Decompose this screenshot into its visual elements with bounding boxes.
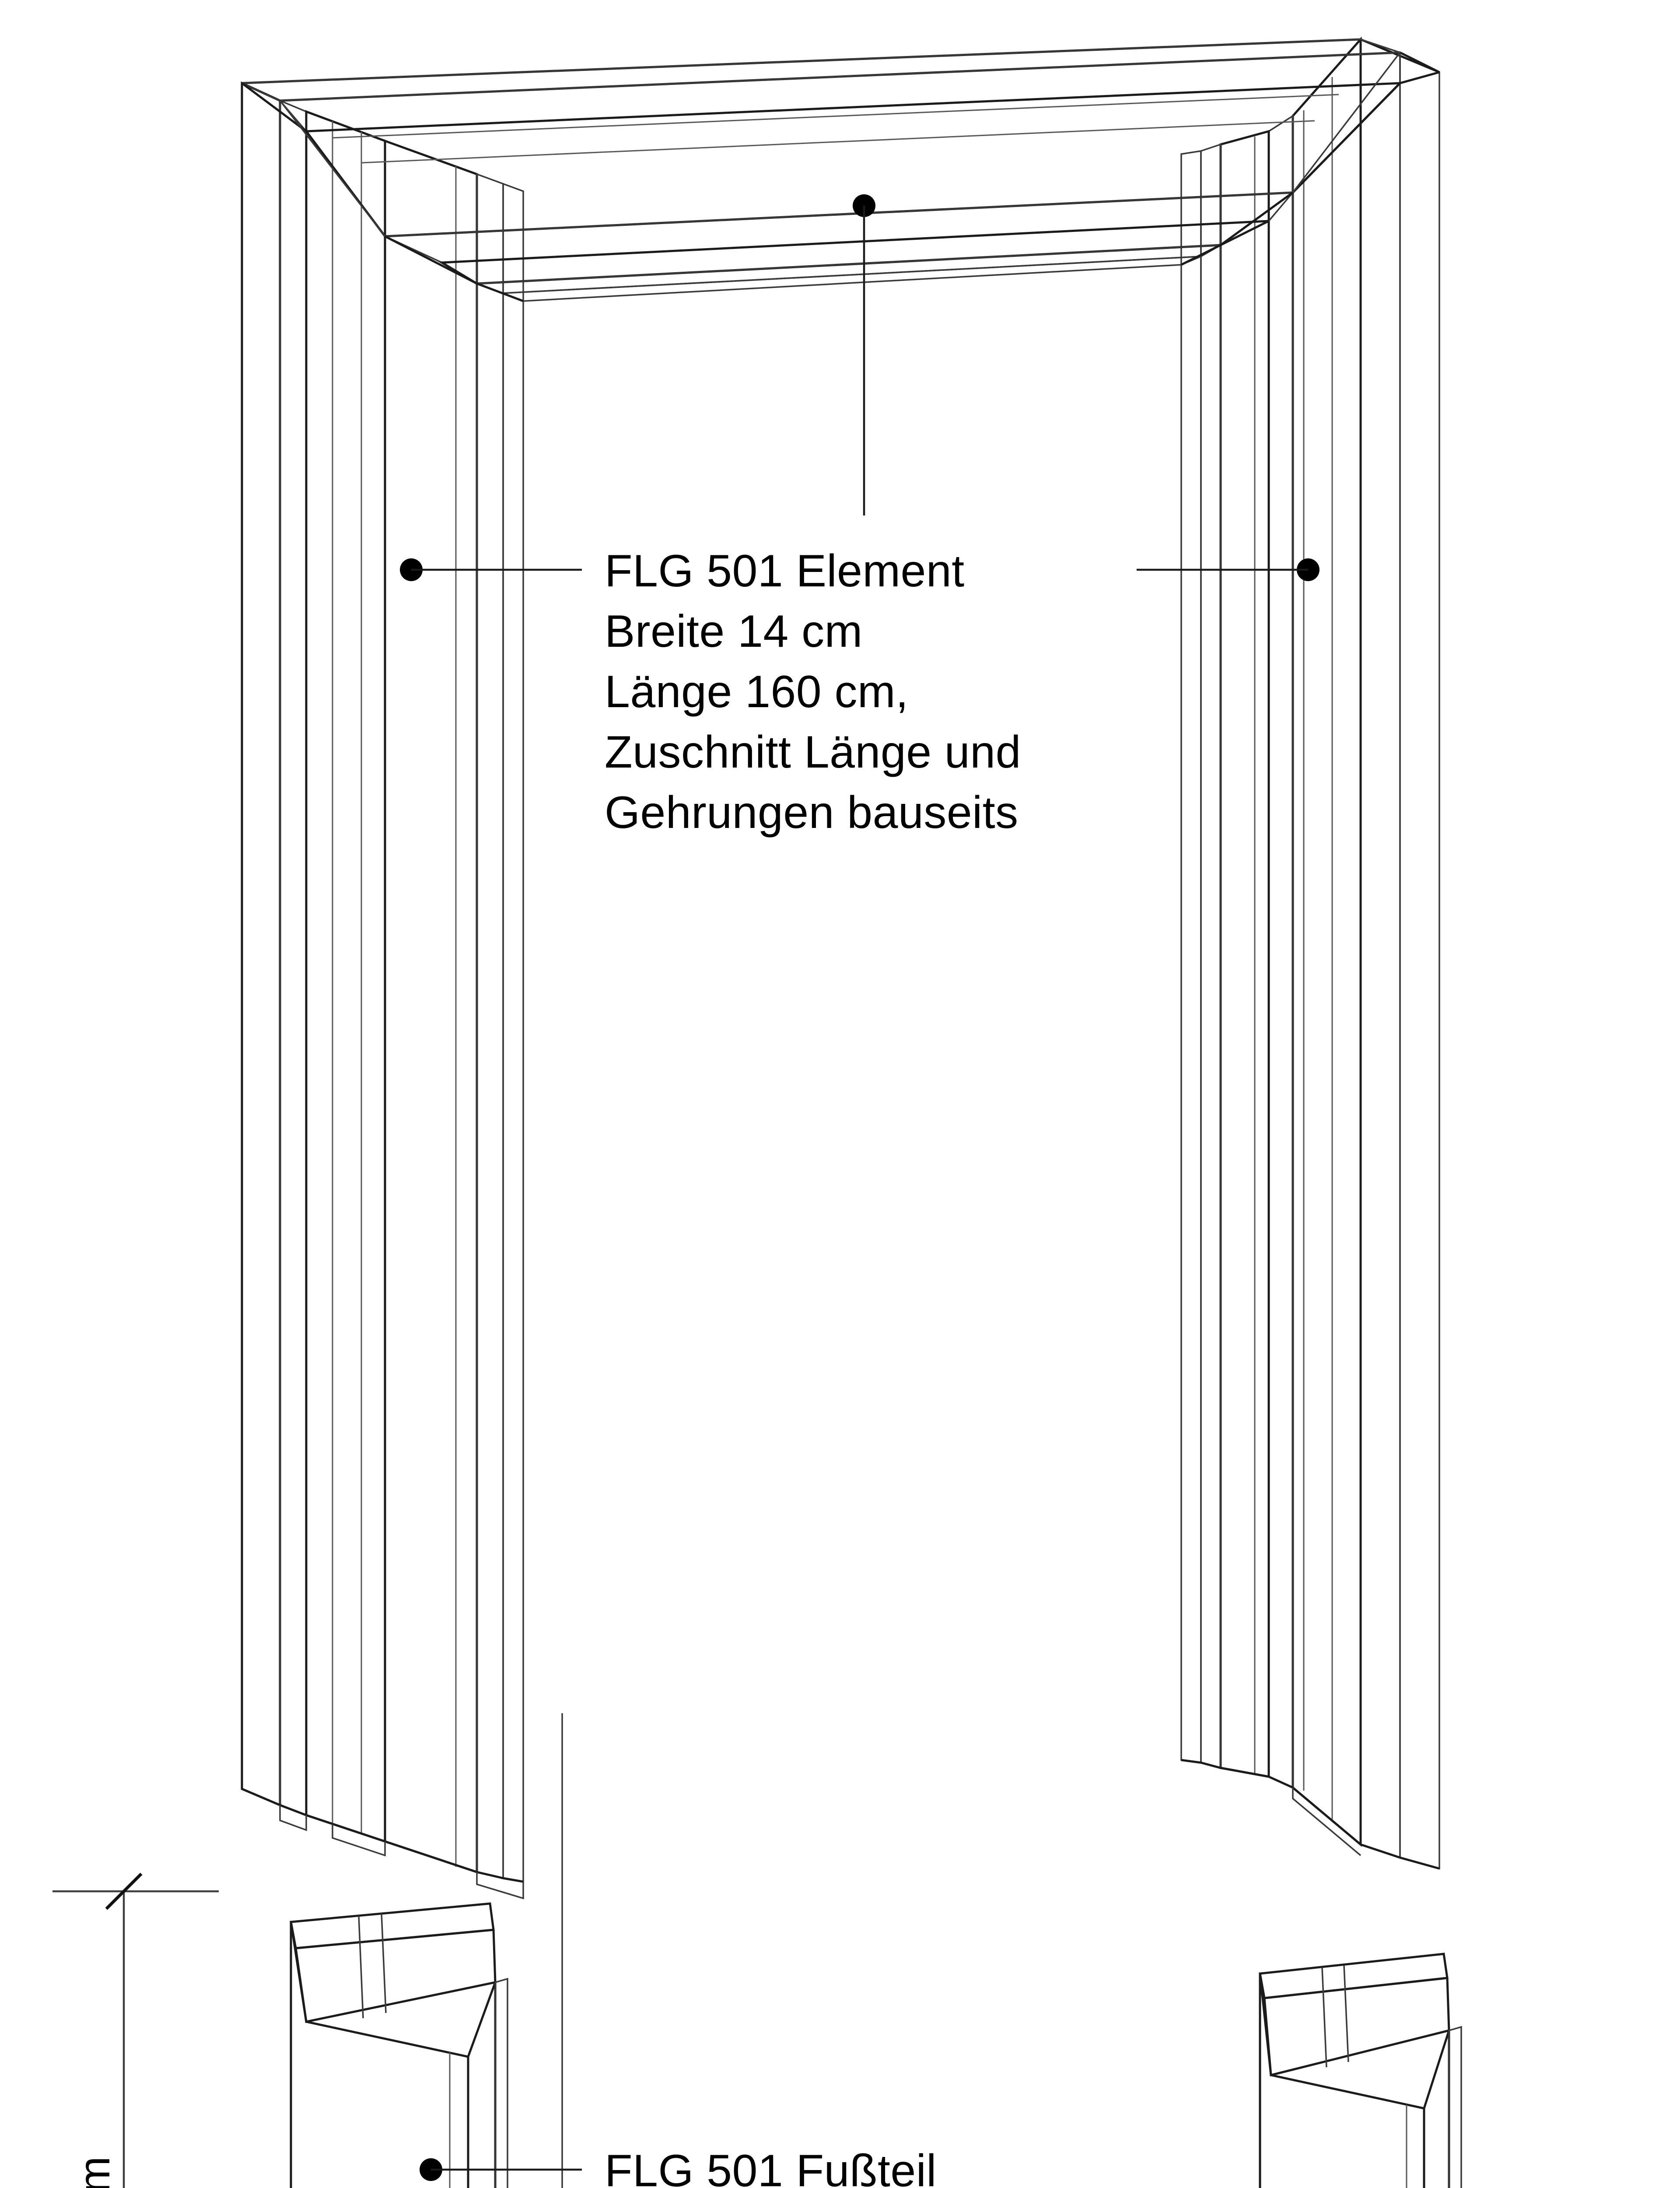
left-jamb [241,81,524,1900]
annotation-element-line-4: Zuschnitt Länge und [605,727,1021,778]
right-foot-piece [1259,1953,1462,2188]
leaders-element [400,194,1320,581]
annotation-fussteil: FLG 501 Fußteil Breite 14 cm Höhe 50 cm [605,2146,937,2188]
left-foot-piece [290,1902,508,2188]
annotation-element-line-5: Gehrungen bauseits [605,787,1018,838]
annotation-element-line-3: Länge 160 cm, [605,666,909,717]
annotation-element-line-2: Breite 14 cm [605,606,863,657]
annotation-element-line-1: FLG 501 Element [605,546,965,596]
dimension-label-50cm: 50 cm [70,2156,119,2188]
annotation-element: FLG 501 Element Breite 14 cm Länge 160 c… [605,546,1021,838]
dimension-50cm: 50 cm [52,1872,219,2188]
header-casing [241,38,1440,302]
annotation-fussteil-line-1: FLG 501 Fußteil [605,2146,937,2188]
